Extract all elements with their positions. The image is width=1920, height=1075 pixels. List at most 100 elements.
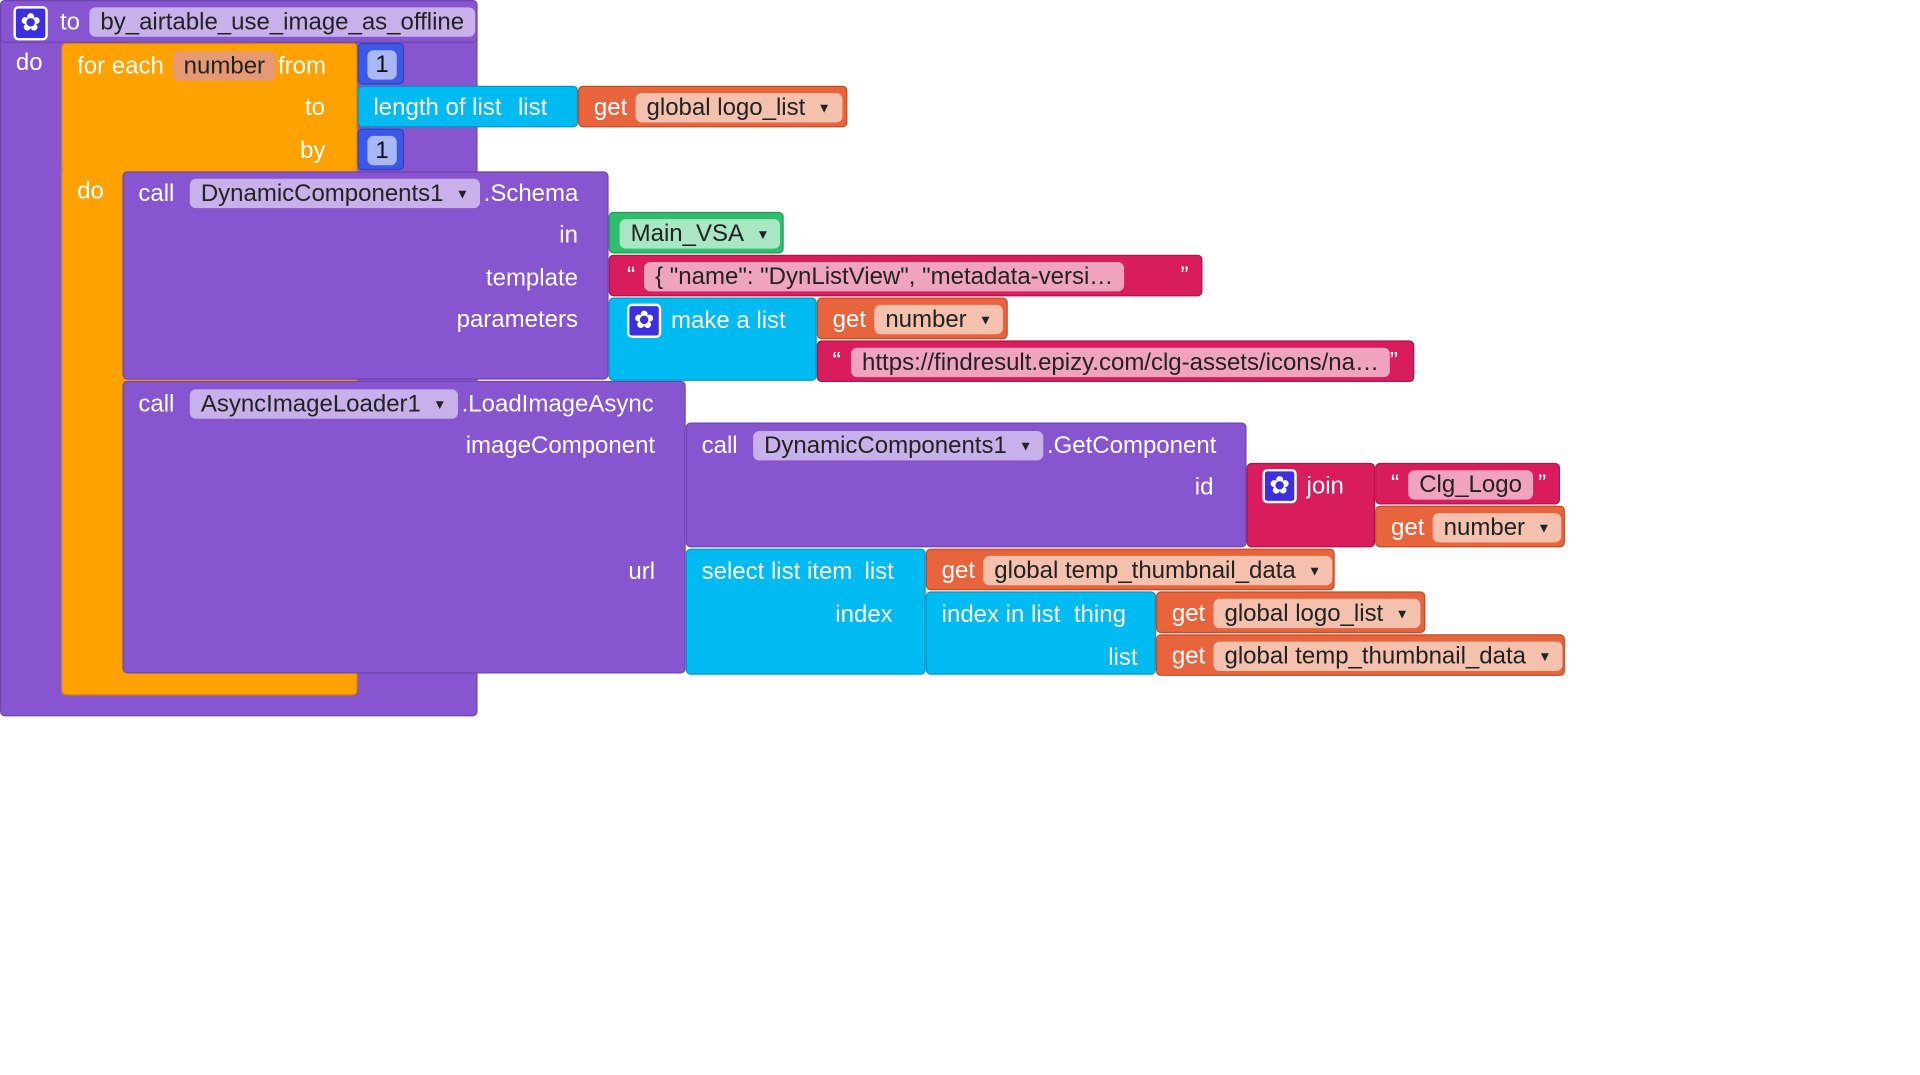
id-label: id (1194, 473, 1214, 501)
gear-icon[interactable]: ✿ (1262, 468, 1297, 504)
by-number-block[interactable]: 1 (357, 128, 405, 171)
from-number-block[interactable]: 1 (357, 42, 405, 85)
get-label: get (1171, 600, 1206, 627)
schema-component-dropdown[interactable]: DynamicComponents1 ▼ (189, 178, 481, 209)
get-variable-dropdown[interactable]: global logo_list ▼ (1213, 598, 1420, 629)
component-name: DynamicComponents1 (764, 432, 1007, 460)
image-component-label: imageComponent (465, 432, 656, 460)
main-vsa-block[interactable]: Main_VSA▼ (608, 211, 784, 254)
get-temp-thumbnail-block[interactable]: get global temp_thumbnail_data ▼ (1155, 634, 1565, 676)
procedure-name-field[interactable]: by_airtable_use_image_as_offline (89, 7, 476, 37)
schema-call-block[interactable]: call DynamicComponents1 ▼ .Schema in temp… (122, 171, 609, 380)
get-label: get (593, 94, 628, 122)
get-logo-list-block[interactable]: get global logo_list ▼ (577, 85, 848, 128)
index-list-label: list (1108, 644, 1138, 672)
to-label: to (304, 94, 325, 122)
get-variable-dropdown[interactable]: global temp_thumbnail_data ▼ (1213, 641, 1563, 672)
dropdown-caret-icon: ▼ (1537, 521, 1551, 537)
index-in-list-block[interactable]: index in list thing list (925, 591, 1156, 675)
schema-method-label: .Schema (483, 180, 579, 207)
template-label: template (485, 264, 578, 292)
call-label: call (138, 180, 175, 207)
length-of-list-block[interactable]: length of list list (357, 85, 578, 128)
get-number-block[interactable]: get number ▼ (1375, 505, 1565, 548)
get-component-block[interactable]: call DynamicComponents1 ▼ .GetComponent i… (685, 422, 1247, 548)
loader-component-dropdown[interactable]: AsyncImageLoader1 ▼ (189, 389, 458, 419)
index-in-list-label: index in list (941, 601, 1061, 629)
component-name: Main_VSA (630, 220, 744, 248)
template-text-block[interactable]: “ { "name": "DynListView", "metadata-ver… (608, 254, 1203, 297)
select-list-label: list (864, 558, 894, 586)
url-label: url (628, 558, 656, 586)
get-temp-thumbnail-block[interactable]: get global temp_thumbnail_data ▼ (925, 548, 1335, 591)
get-component-method-label: .GetComponent (1046, 432, 1217, 460)
get-label: get (1391, 514, 1425, 542)
get-component-dropdown[interactable]: DynamicComponents1 ▼ (753, 431, 1044, 461)
dropdown-caret-icon: ▼ (455, 187, 470, 203)
by-label: by (300, 137, 326, 165)
make-a-list-block[interactable]: ✿ make a list (608, 297, 817, 381)
gear-icon[interactable]: ✿ (626, 303, 662, 338)
in-component-dropdown[interactable]: Main_VSA▼ (619, 219, 781, 249)
quote-close: ” (1389, 347, 1398, 375)
procedure-header[interactable]: ✿ to by_airtable_use_image_as_offline (0, 0, 478, 43)
get-label: get (1171, 642, 1206, 670)
in-label: in (559, 221, 578, 249)
dropdown-caret-icon: ▼ (1538, 650, 1552, 665)
loop-variable-field[interactable]: number (172, 51, 277, 81)
clg-logo-text-block[interactable]: “ Clg_Logo ” (1375, 462, 1561, 505)
variable-name: number (1443, 514, 1526, 542)
get-variable-dropdown[interactable]: number ▼ (1432, 513, 1562, 543)
make-a-list-label: make a list (671, 307, 786, 335)
join-block[interactable]: ✿ join (1246, 462, 1376, 548)
join-text-field[interactable]: Clg_Logo (1408, 470, 1533, 500)
quote-open: “ (1391, 470, 1400, 498)
dropdown-caret-icon: ▼ (817, 101, 831, 117)
index-label: index (835, 601, 893, 629)
from-value[interactable]: 1 (367, 50, 397, 80)
select-list-item-block[interactable]: select list item list index (685, 548, 926, 675)
gear-icon[interactable]: ✿ (13, 6, 48, 41)
dropdown-caret-icon: ▼ (978, 313, 993, 329)
dropdown-caret-icon: ▼ (433, 397, 447, 413)
get-label: get (832, 306, 867, 334)
template-text-field[interactable]: { "name": "DynListView", "metadata-versi… (644, 262, 1125, 292)
quote-open: “ (626, 262, 636, 289)
length-list-label: list (517, 94, 548, 122)
dropdown-caret-icon: ▼ (1307, 564, 1322, 580)
load-method-label: .LoadImageAsync (461, 390, 654, 418)
get-label: get (941, 557, 976, 585)
variable-name: global temp_thumbnail_data (994, 557, 1296, 585)
quote-close: ” (1537, 470, 1547, 498)
select-list-item-label: select list item (701, 558, 853, 586)
get-variable-dropdown[interactable]: global temp_thumbnail_data ▼ (983, 555, 1333, 586)
variable-name: global logo_list (1224, 600, 1384, 627)
by-value[interactable]: 1 (367, 135, 397, 166)
length-of-list-label: length of list (373, 94, 502, 122)
for-each-label: for each (77, 52, 164, 80)
variable-name: global logo_list (646, 94, 806, 122)
dropdown-caret-icon: ▼ (1395, 607, 1409, 623)
quote-close: ” (1180, 262, 1189, 289)
url-text-block[interactable]: “ https://findresult.epizy.com/clg-asset… (816, 340, 1415, 383)
component-name: DynamicComponents1 (200, 180, 444, 207)
call-label: call (701, 432, 738, 460)
procedure-do-keyword: do (15, 48, 43, 76)
load-image-call-block[interactable]: call AsyncImageLoader1▼ .LoadImageAsync … (122, 380, 686, 674)
get-variable-dropdown[interactable]: number ▼ (874, 304, 1004, 335)
variable-name: global temp_thumbnail_data (1224, 642, 1526, 670)
thing-label: thing (1073, 601, 1126, 629)
call-label: call (138, 390, 175, 418)
variable-name: number (885, 306, 967, 334)
component-name: AsyncImageLoader1 (200, 390, 421, 418)
get-logo-list-block[interactable]: get global logo_list ▼ (1155, 591, 1426, 634)
for-each-do-label: do (77, 177, 104, 205)
url-text-field[interactable]: https://findresult.epizy.com/clg-assets/… (851, 347, 1391, 378)
dropdown-caret-icon: ▼ (1019, 439, 1033, 455)
get-variable-dropdown[interactable]: global logo_list ▼ (635, 93, 842, 123)
quote-open: “ (832, 347, 841, 375)
from-label: from (277, 52, 326, 80)
procedure-to-keyword: to (60, 8, 81, 36)
for-each-header[interactable]: for each number from to by (61, 42, 358, 172)
get-number-block[interactable]: get number ▼ (816, 297, 1008, 340)
